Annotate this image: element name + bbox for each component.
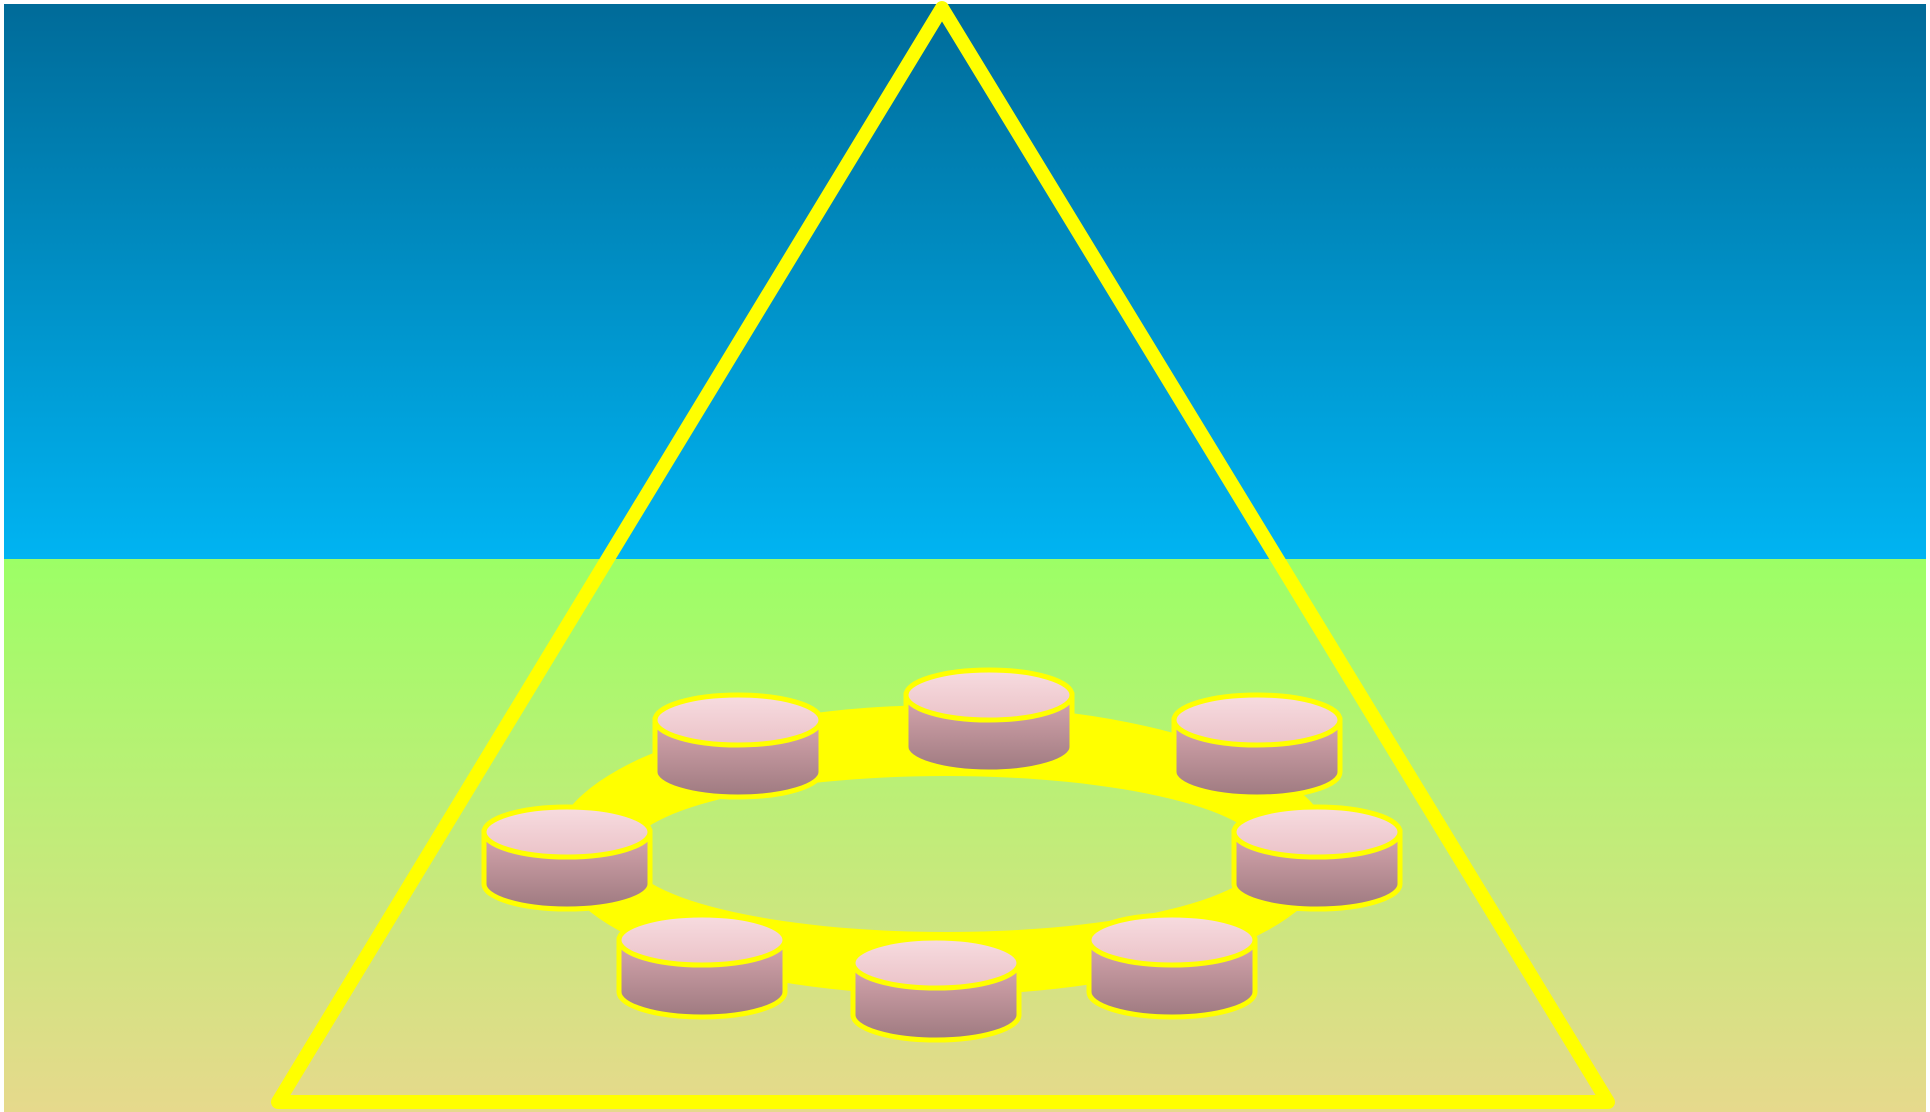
cylinder-node-8 — [853, 938, 1019, 1040]
cylinder-top — [853, 938, 1019, 988]
cylinder-node-1 — [906, 670, 1072, 772]
cylinder-top — [619, 915, 785, 965]
cylinder-node-5 — [1234, 807, 1400, 909]
cylinder-node-7 — [1089, 915, 1255, 1017]
cylinder-top — [1234, 807, 1400, 857]
cylinder-top — [1174, 695, 1340, 745]
cylinder-node-4 — [484, 807, 650, 909]
cylinder-top — [655, 695, 821, 745]
cylinder-node-3 — [1174, 695, 1340, 797]
cylinder-top — [1089, 915, 1255, 965]
cylinder-top — [484, 807, 650, 857]
cylinder-node-6 — [619, 915, 785, 1017]
cylinder-node-2 — [655, 695, 821, 797]
cylinder-top — [906, 670, 1072, 720]
